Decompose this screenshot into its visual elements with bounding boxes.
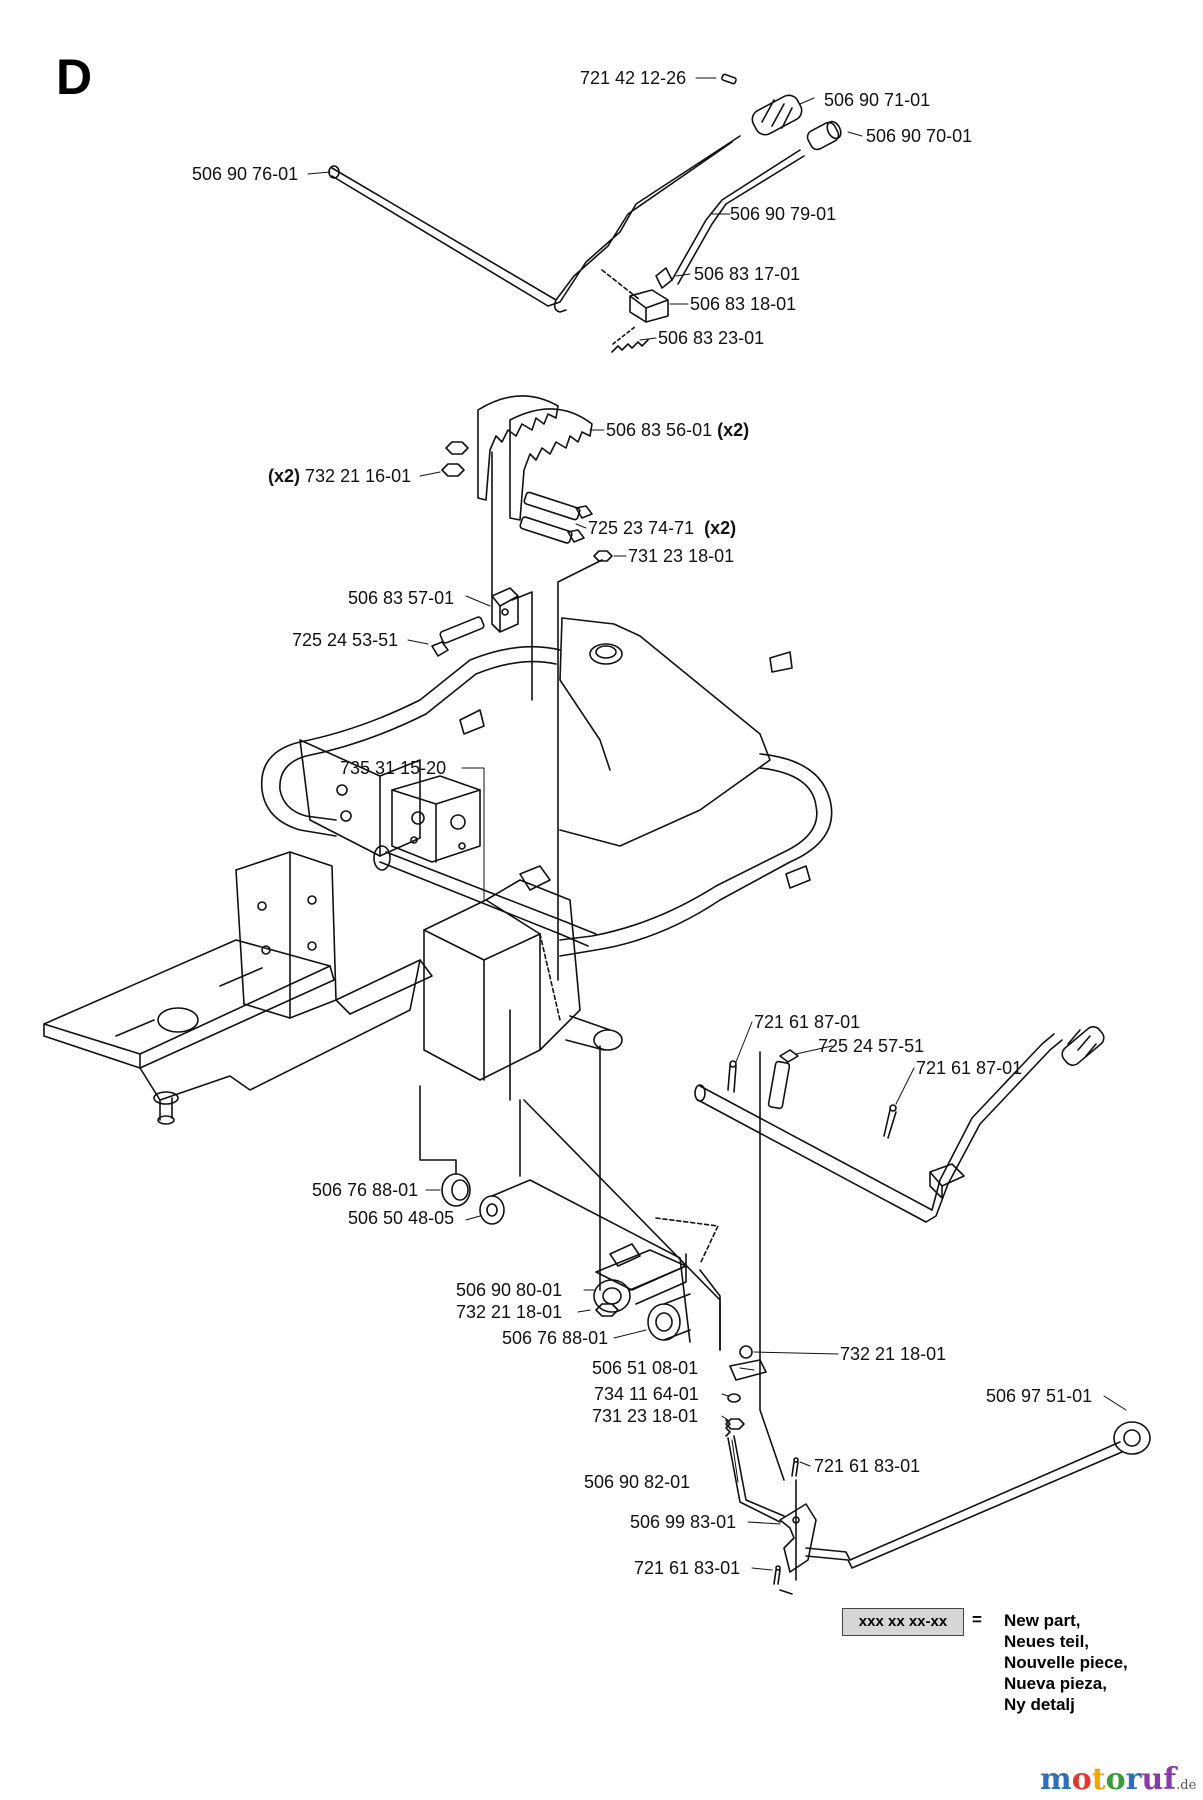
part-label: 506 83 23-01 (658, 328, 765, 348)
part-number: 732 21 16-01 (305, 466, 412, 486)
part-label: 725 24 57-51 (818, 1036, 925, 1056)
legend-line: Ny detalj (1004, 1695, 1075, 1714)
legend-line: Neues teil, (1004, 1632, 1090, 1651)
part-label: 731 23 18-01 (628, 546, 735, 566)
label-leaders (307, 77, 1127, 1571)
part-label: 721 61 87-01 (754, 1012, 861, 1032)
part-label: 725 24 53-51 (292, 630, 399, 650)
legend-line: New part, (1004, 1611, 1081, 1630)
control-lever (655, 1026, 1105, 1265)
part-label: 506 83 17-01 (694, 264, 801, 284)
part-label: 506 83 57-01 (348, 588, 455, 608)
part-label: 506 90 71-01 (824, 90, 931, 110)
section-letter: D (56, 49, 93, 105)
part-label: 506 83 18-01 (690, 294, 797, 314)
part-label: 506 97 51-01 (986, 1386, 1093, 1406)
legend-swatch: xxx xx xx-xx (842, 1608, 964, 1636)
part-label-with-qty: (x2) 732 21 16-01 (268, 466, 411, 486)
legend-line: Nouvelle piece, (1004, 1653, 1128, 1672)
quantity-badge: (x2) (717, 420, 750, 440)
part-label: 506 90 82-01 (584, 1472, 691, 1492)
part-label: 506 99 83-01 (630, 1512, 737, 1532)
part-label-with-qty: 725 23 74-71 (x2) (588, 518, 736, 538)
pivot-assembly (419, 1009, 1151, 1595)
part-label: 732 21 18-01 (456, 1302, 563, 1322)
part-label: 506 76 88-01 (312, 1180, 419, 1200)
part-label: 506 50 48-05 (348, 1208, 455, 1228)
part-label: 506 90 79-01 (730, 204, 837, 224)
part-number: 506 83 56-01 (606, 420, 713, 440)
lift-lever-assembly (328, 73, 842, 353)
quantity-badge: (x2) (268, 466, 301, 486)
legend-equals: = (972, 1610, 982, 1629)
part-label: 506 51 08-01 (592, 1358, 699, 1378)
part-label: 506 76 88-01 (502, 1328, 609, 1348)
brand-logo: motoruf.de (1040, 1762, 1197, 1797)
part-label: 731 23 18-01 (592, 1406, 699, 1426)
legend-text: New part, Neues teil, Nouvelle piece, Nu… (1004, 1610, 1128, 1715)
part-label: 506 90 80-01 (456, 1280, 563, 1300)
part-label: 721 42 12-26 (580, 68, 687, 88)
part-label-with-qty: 506 83 56-01 (x2) (606, 420, 749, 440)
part-label: 721 61 83-01 (814, 1456, 921, 1476)
part-label: 735 31 15-20 (340, 758, 447, 778)
part-label: 506 90 76-01 (192, 164, 299, 184)
quantity-badge: (x2) (704, 518, 737, 538)
part-label: 732 21 18-01 (840, 1344, 947, 1364)
part-label: 721 61 83-01 (634, 1558, 741, 1578)
part-label: 734 11 64-01 (594, 1384, 699, 1404)
legend-line: Nueva pieza, (1004, 1674, 1107, 1693)
part-label: 506 90 70-01 (866, 126, 973, 146)
part-number: 725 23 74-71 (588, 518, 695, 538)
chassis-frame (43, 617, 833, 1125)
part-label: 721 61 87-01 (916, 1058, 1023, 1078)
